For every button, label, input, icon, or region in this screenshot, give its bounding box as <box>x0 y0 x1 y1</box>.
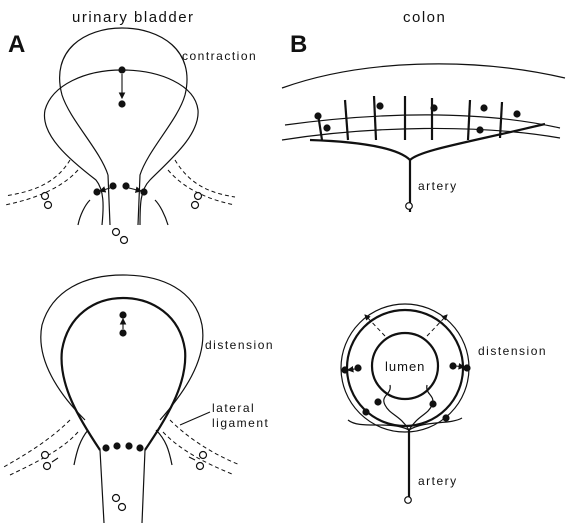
label-artery-top: artery <box>418 179 458 193</box>
neuron-neck-2 <box>122 182 129 189</box>
lateral-ligament-dashed-left <box>5 170 78 205</box>
neuron-neck-4 <box>140 188 147 195</box>
title-urinary-bladder: urinary bladder <box>72 9 195 26</box>
bladder-distension: distension lateral ligament <box>2 275 274 523</box>
colon-longitudinal: artery <box>282 64 565 212</box>
colon-distension: lumen distension artery <box>341 304 547 503</box>
neuron-dome-top <box>118 66 125 73</box>
title-colon: colon <box>403 9 446 26</box>
colon-outer-wall <box>282 64 565 88</box>
bladder-contracted-outline <box>60 28 187 225</box>
label-contraction: contraction <box>182 49 257 63</box>
bladder-relaxed-outline <box>44 70 198 225</box>
bladder-distended-outer <box>41 275 203 420</box>
bladder-contraction: contraction <box>5 28 257 244</box>
label-distension-right: distension <box>478 344 547 358</box>
label-lateral: lateral <box>212 401 255 415</box>
lateral-ligament-dashed-right <box>168 170 235 205</box>
neuron-neck-1 <box>109 182 116 189</box>
label-ligament: ligament <box>212 416 269 430</box>
neuron-dome-bottom <box>118 100 125 107</box>
label-distension-left: distension <box>205 338 274 352</box>
panel-label-a: A <box>8 31 25 58</box>
label-artery-bottom: artery <box>418 474 458 488</box>
mesenteric-artery-branches <box>310 124 545 160</box>
panel-label-b: B <box>290 31 307 58</box>
neuron-neck-3 <box>93 188 100 195</box>
label-lumen: lumen <box>385 359 425 374</box>
